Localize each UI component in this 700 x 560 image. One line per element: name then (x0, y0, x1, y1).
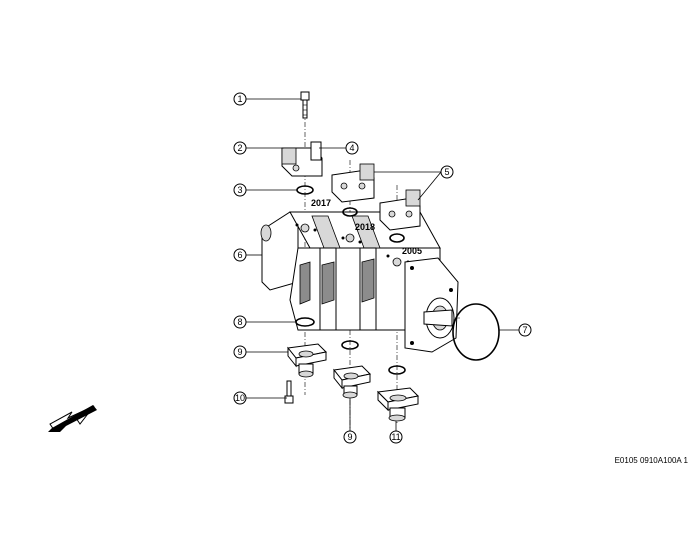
shaft-o-ring (452, 303, 500, 361)
callout-label: 3 (237, 185, 242, 195)
bottom-flange-left (287, 343, 328, 378)
callout-label: 10 (235, 393, 245, 403)
callout-label: 11 (391, 432, 400, 442)
bottom-flange-right (376, 387, 420, 422)
drawing-id: E0105 0910A100A 1 (614, 456, 688, 465)
callout-label: 7 (522, 325, 527, 335)
callout-7: 7 (518, 323, 532, 337)
callout-label: 5 (444, 167, 449, 177)
callout-label: 9 (347, 432, 352, 442)
bottom-screw (284, 380, 294, 404)
callout-1: 1 (233, 92, 247, 106)
top-flange-middle (331, 163, 375, 203)
ref-2018: 2018 (355, 222, 375, 232)
callout-10: 10 (233, 391, 247, 405)
callout-2: 2 (233, 141, 247, 155)
direction-arrow-icon (48, 405, 97, 432)
callout-9-bottom: 9 (343, 430, 357, 444)
leader-lines (246, 98, 519, 431)
top-flange-left (281, 141, 323, 177)
callout-4: 4 (345, 141, 359, 155)
callout-label: 1 (237, 94, 242, 104)
top-o-rings (296, 185, 405, 243)
ref-2005: 2005 (402, 246, 422, 256)
callout-9-left: 9 (233, 345, 247, 359)
callout-8: 8 (233, 315, 247, 329)
top-flange-right (379, 189, 421, 231)
callout-6: 6 (233, 248, 247, 262)
pump-body (260, 211, 459, 353)
callout-label: 2 (237, 143, 242, 153)
bottom-flange-middle (333, 365, 372, 399)
callout-label: 6 (237, 250, 242, 260)
callout-label: 4 (349, 143, 354, 153)
callout-5: 5 (440, 165, 454, 179)
callout-11: 11 (389, 430, 403, 444)
callout-3: 3 (233, 183, 247, 197)
ref-2017: 2017 (311, 198, 331, 208)
bolt (300, 91, 310, 119)
callout-label: 8 (237, 317, 242, 327)
callout-label: 9 (237, 347, 242, 357)
